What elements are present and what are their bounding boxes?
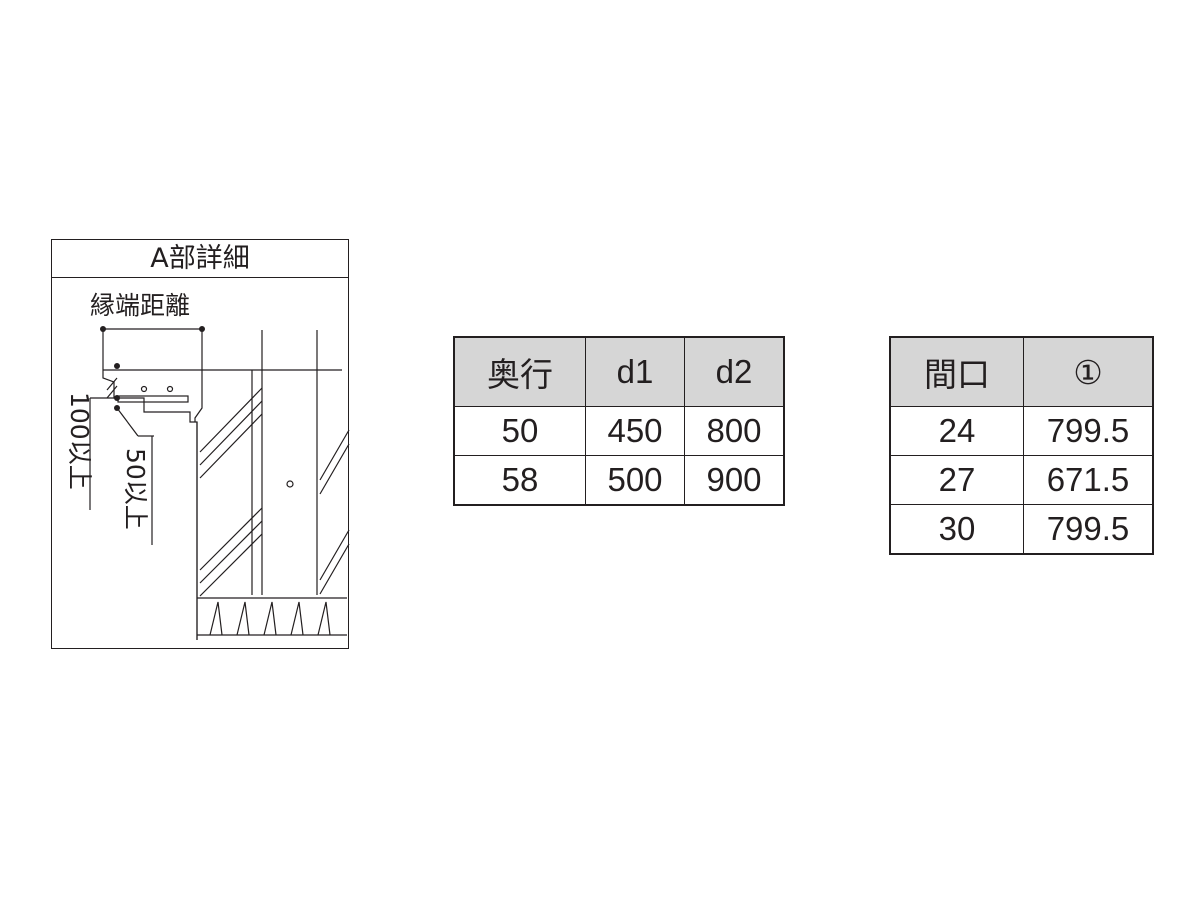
threshold-zigzag-5 <box>317 601 331 636</box>
detail-title: A部詳細 <box>52 240 348 278</box>
hatch-2 <box>199 400 263 466</box>
frontage-table: 間口 ① 24 799.5 27 671.5 30 799.5 <box>889 336 1154 555</box>
depth-header-d2: d2 <box>684 336 785 407</box>
table-row: 58 500 900 <box>453 455 785 506</box>
table-cell: 900 <box>684 455 785 506</box>
hatch-1 <box>199 387 263 453</box>
edge-distance-dot-left <box>100 326 106 332</box>
table-cell: 30 <box>889 504 1024 555</box>
table-cell: 671.5 <box>1023 455 1154 505</box>
table-cell: 799.5 <box>1023 504 1154 555</box>
dim-50-label: 50以上 <box>121 448 150 530</box>
table-row: 50 450 800 <box>453 406 785 456</box>
table-cell: 24 <box>889 406 1024 456</box>
frontage-table-header-row: 間口 ① <box>889 336 1154 407</box>
depth-table-header-row: 奥行 d1 d2 <box>453 336 785 407</box>
table-row: 27 671.5 <box>889 455 1154 505</box>
hatch-6 <box>199 533 263 597</box>
sill-profile <box>102 366 198 640</box>
table-cell: 50 <box>453 406 586 456</box>
sill-dot-2 <box>114 395 120 401</box>
door-handle <box>286 480 294 488</box>
sill-dot-1 <box>114 363 120 369</box>
hatch-10 <box>319 543 350 595</box>
depth-header-d1: d1 <box>585 336 685 407</box>
table-row: 30 799.5 <box>889 504 1154 555</box>
table-cell: 500 <box>585 455 685 506</box>
hatch-4 <box>199 507 263 571</box>
anchor-plate <box>117 395 189 403</box>
threshold-zigzag-2 <box>236 601 250 636</box>
hatch-9 <box>319 529 350 581</box>
sill-dot-3 <box>114 405 120 411</box>
depth-table: 奥行 d1 d2 50 450 800 58 500 900 <box>453 336 785 506</box>
threshold-zigzag-4 <box>290 601 304 636</box>
dim-50-leader <box>116 407 139 437</box>
hatch-7 <box>319 429 350 481</box>
hatch-12 <box>106 385 118 399</box>
depth-header-depth: 奥行 <box>453 336 586 407</box>
dim-100-label: 100以上 <box>65 392 94 490</box>
hatch-11 <box>106 377 118 391</box>
threshold-zigzag-1 <box>209 601 223 636</box>
table-cell: 450 <box>585 406 685 456</box>
anchor-bolt-2 <box>166 385 174 393</box>
threshold-zigzag-3 <box>263 601 277 636</box>
table-cell: 800 <box>684 406 785 456</box>
frontage-header-frontage: 間口 <box>889 336 1024 407</box>
detail-drawing-panel: A部詳細 縁端距離 100以上 50以上 <box>51 239 350 649</box>
frontage-header-circled-one: ① <box>1023 336 1154 407</box>
table-row: 24 799.5 <box>889 406 1154 456</box>
table-cell: 58 <box>453 455 586 506</box>
anchor-bolt-1 <box>140 385 148 393</box>
edge-distance-label: 縁端距離 <box>90 291 191 320</box>
hatch-3 <box>199 413 263 479</box>
detail-drawing <box>89 326 350 640</box>
hatch-8 <box>319 443 350 495</box>
edge-distance-dot-right <box>199 326 205 332</box>
hatch-5 <box>199 520 263 584</box>
table-cell: 27 <box>889 455 1024 505</box>
table-cell: 799.5 <box>1023 406 1154 456</box>
frame-profile <box>194 390 203 422</box>
